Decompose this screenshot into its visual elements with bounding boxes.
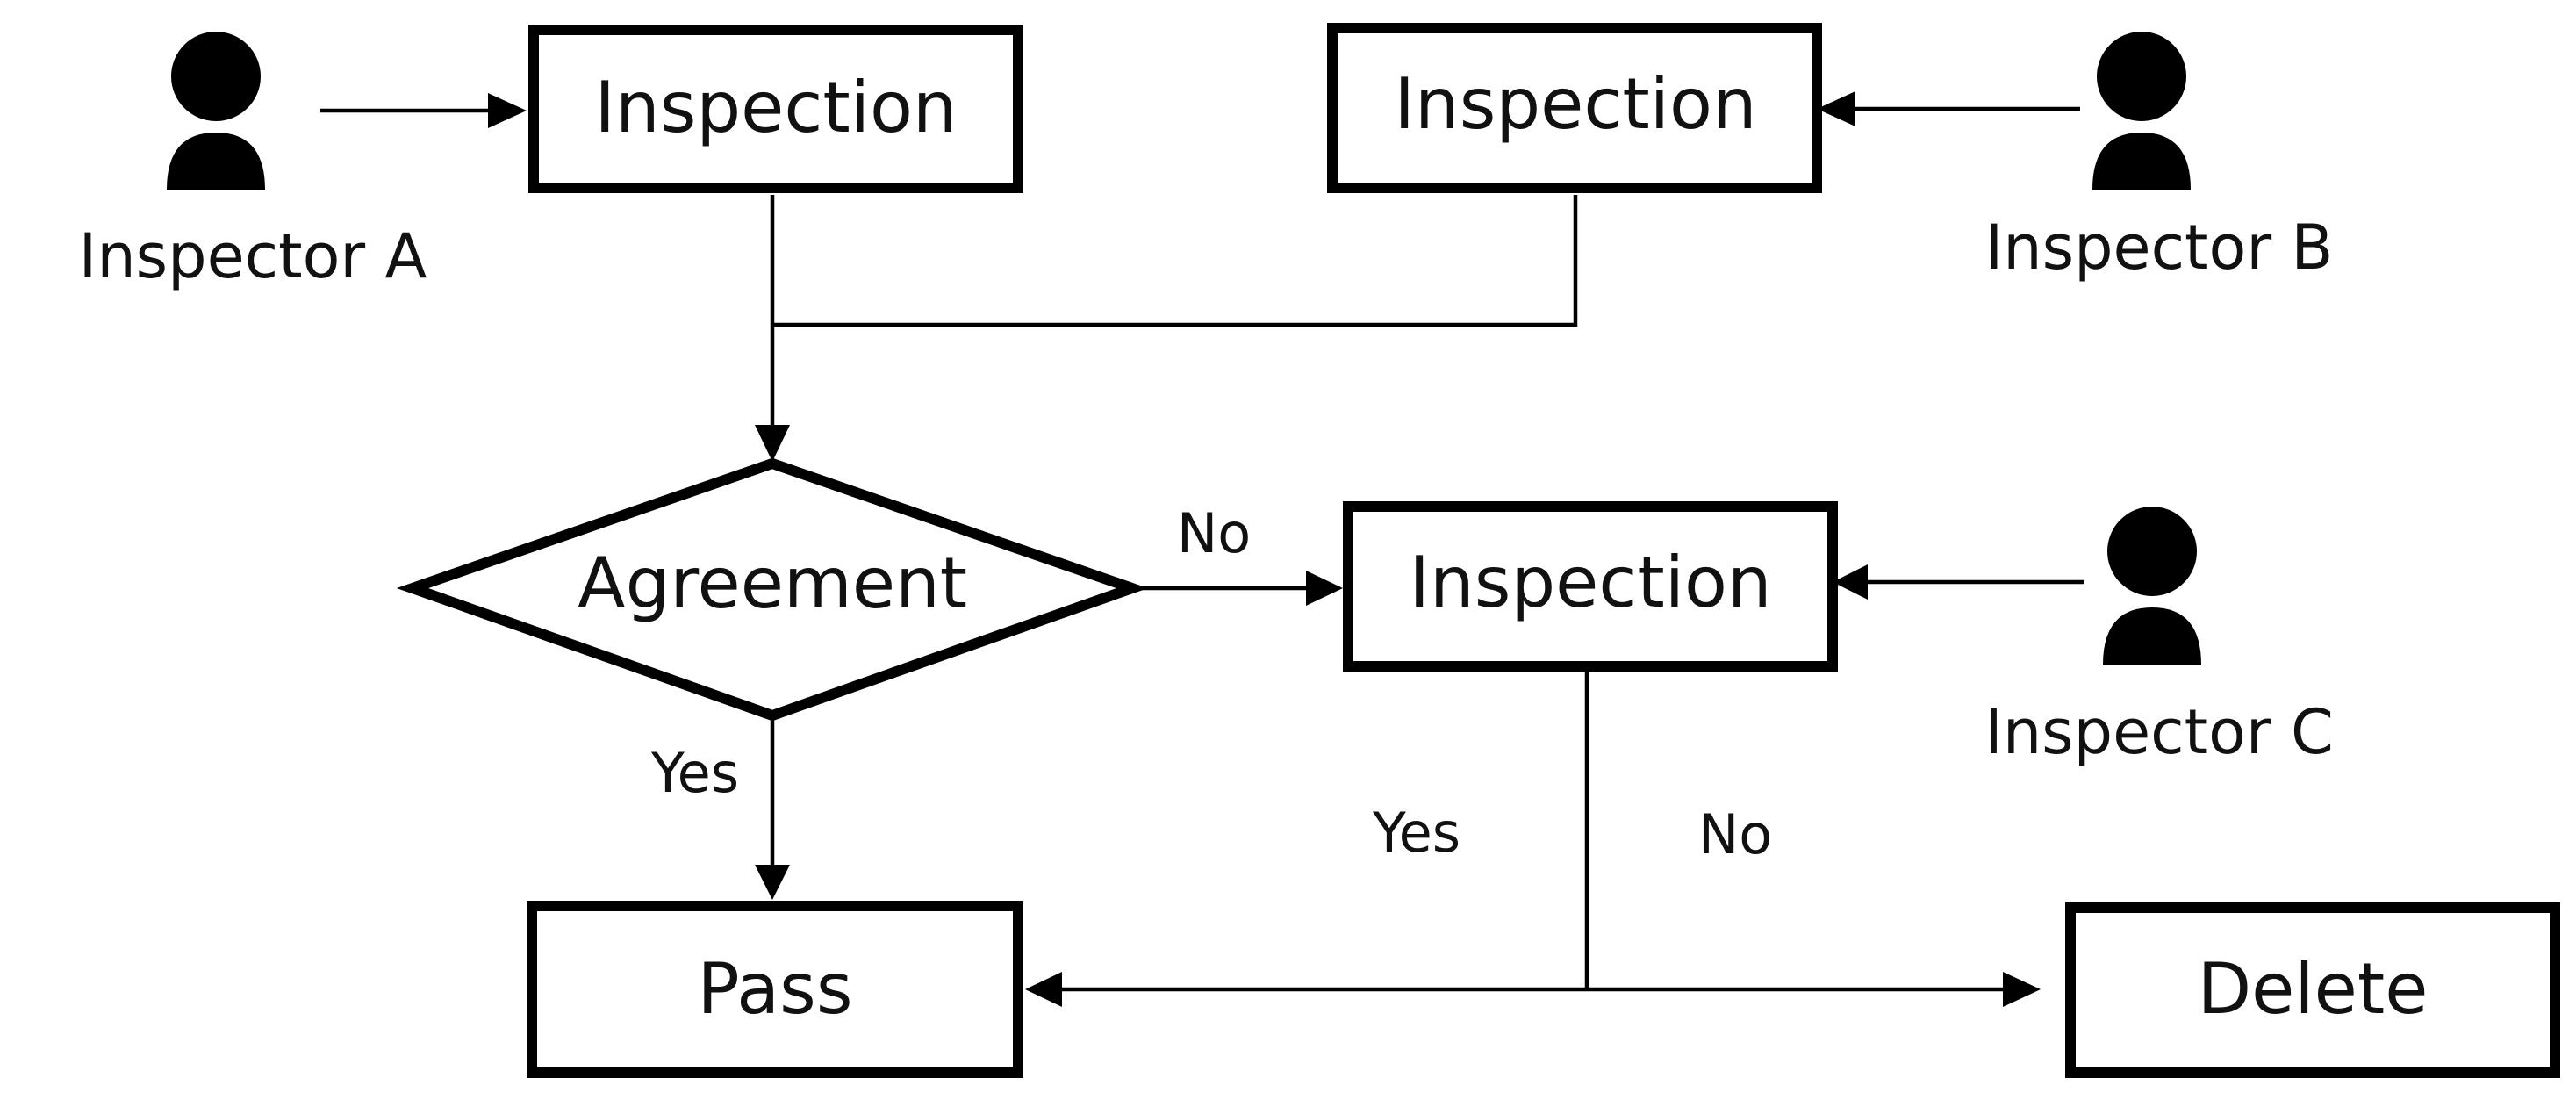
edge-label-inspection-c-yes: Yes xyxy=(1372,801,1460,865)
process-box xyxy=(2065,902,2560,1078)
user-icon xyxy=(167,32,265,190)
process-label: Inspection xyxy=(1394,63,1756,145)
edge-label-agreement-yes: Yes xyxy=(650,741,739,805)
arrowhead-right-icon xyxy=(488,93,527,128)
actor-inspector-b: Inspector B xyxy=(1985,32,2334,284)
process-box xyxy=(1327,23,1822,193)
process-label: Inspection xyxy=(1409,542,1771,623)
arrowhead-left-icon xyxy=(1817,91,1855,126)
arrowhead-down-icon xyxy=(755,865,790,900)
edge-label-inspection-c-no: No xyxy=(1698,802,1772,866)
edge-labels: No Yes Yes No xyxy=(650,501,1772,866)
terminal-node-pass: Pass xyxy=(527,901,1023,1078)
connectors xyxy=(320,91,2084,1007)
actor-label: Inspector C xyxy=(1984,696,2334,768)
process-label: Delete xyxy=(2198,948,2429,1030)
process-label: Pass xyxy=(697,948,852,1030)
arrowhead-left-icon xyxy=(1833,564,1868,600)
actor-label: Inspector A xyxy=(79,220,427,292)
process-label: Inspection xyxy=(594,67,957,148)
actor-inspector-a: Inspector A xyxy=(79,32,427,292)
process-node-inspection-a: Inspection xyxy=(528,25,1023,193)
decision-diamond xyxy=(396,457,1149,722)
edge-label-agreement-no: No xyxy=(1177,501,1251,565)
process-box xyxy=(528,25,1023,193)
decision-label: Agreement xyxy=(578,543,967,624)
process-box xyxy=(527,901,1023,1078)
terminal-node-delete: Delete xyxy=(2065,902,2560,1078)
arrowhead-right-icon xyxy=(1306,571,1343,606)
actor-label: Inspector B xyxy=(1985,212,2334,284)
process-node-inspection-b: Inspection xyxy=(1327,23,1822,193)
actor-inspector-c: Inspector C xyxy=(1984,507,2334,768)
arrowhead-left-icon xyxy=(1025,972,1062,1007)
process-box xyxy=(1343,501,1838,672)
decision-node-agreement: Agreement xyxy=(396,457,1149,722)
connector-inspection-b-merge xyxy=(772,195,1578,327)
arrowhead-down-icon xyxy=(755,425,790,462)
process-node-inspection-c: Inspection xyxy=(1343,501,1838,672)
arrowhead-right-icon xyxy=(2003,972,2041,1007)
user-icon xyxy=(2103,507,2201,665)
user-icon xyxy=(2092,32,2191,190)
